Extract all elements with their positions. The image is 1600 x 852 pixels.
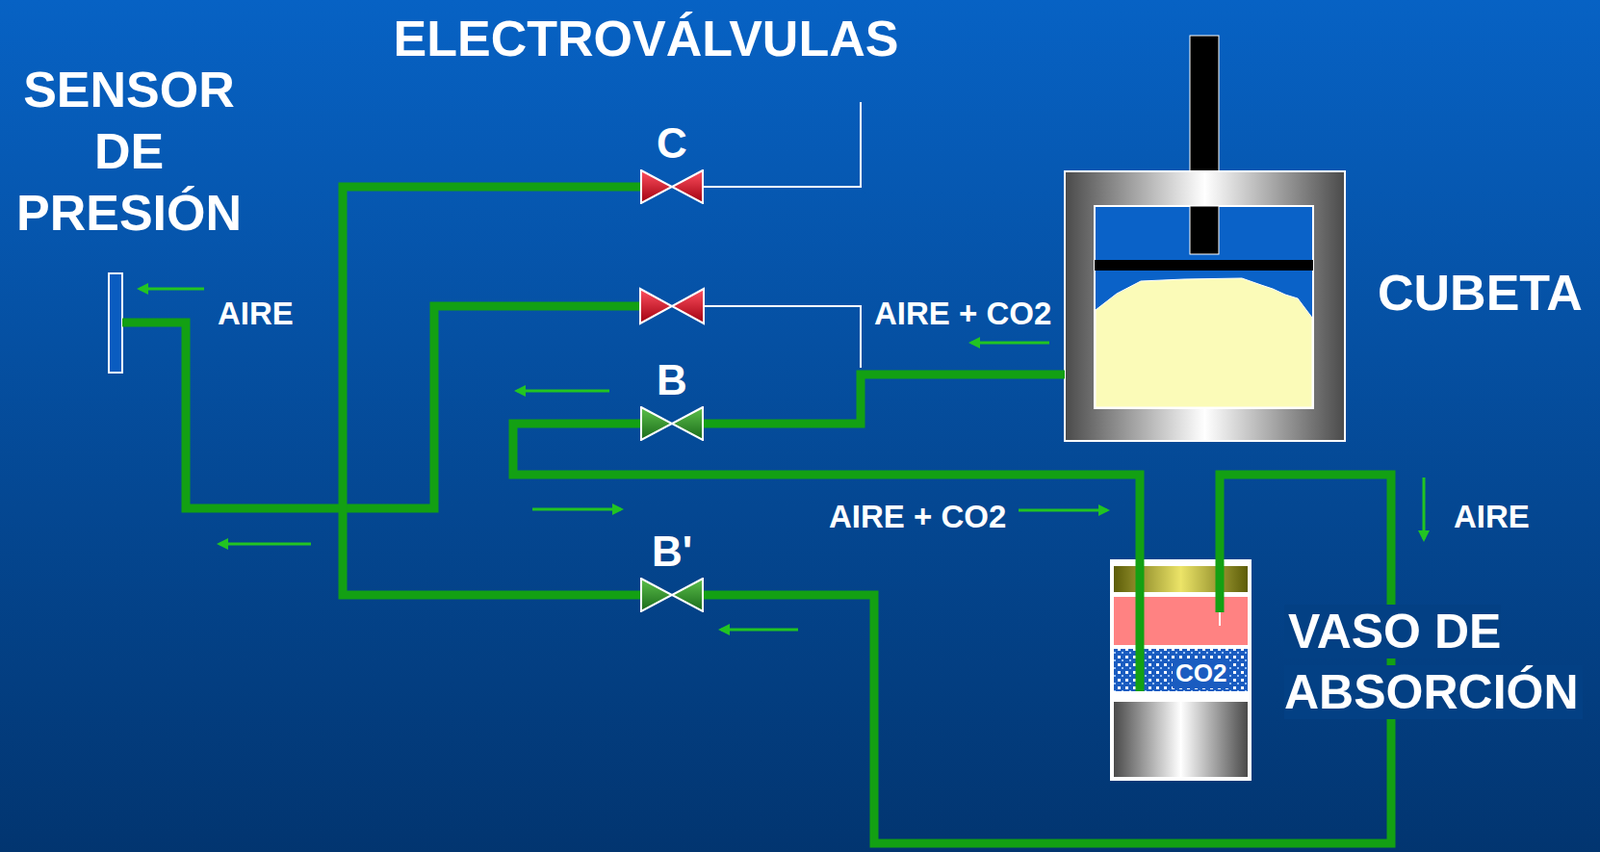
- valve-symbol: [640, 577, 704, 613]
- valve-half: [671, 578, 703, 612]
- cubeta-illustration: [1189, 206, 1219, 255]
- cubeta-illustration: [1064, 171, 1345, 441]
- valve-half: [641, 578, 672, 612]
- pipe-connector: [703, 474, 1392, 844]
- valve-letter: C: [640, 119, 704, 168]
- vaso-illustration: [1109, 559, 1252, 781]
- vaso-illustration: [1113, 566, 1248, 593]
- flow-arrow: [139, 287, 205, 291]
- gas-label: CO2: [1172, 658, 1230, 689]
- valve-half: [641, 407, 672, 440]
- flow-arrow: [721, 628, 799, 632]
- valve-half: [671, 407, 703, 440]
- pipe-connector: [513, 423, 1140, 560]
- solenoid-valve: B: [640, 356, 704, 441]
- vaso-illustration: [1218, 612, 1221, 626]
- cubeta-illustration: [1189, 35, 1219, 172]
- vaso-illustration: [1113, 648, 1248, 692]
- valve-symbol: [640, 169, 704, 205]
- sensor-label: SENSOR DE PRESIÓN: [8, 58, 250, 244]
- pipe-connector: [342, 186, 641, 595]
- component-name: CUBETA: [1377, 263, 1583, 322]
- cubeta-illustration: [1094, 259, 1314, 271]
- flow-label: AIRE + CO2: [874, 294, 1052, 334]
- cubeta-illustration: [1094, 206, 1314, 409]
- cubeta-illustration: [1095, 278, 1313, 408]
- text-holder: VASO DE ABSORCIÓN: [1284, 601, 1591, 723]
- control-line: [703, 306, 861, 368]
- vaso-illustration: [1109, 559, 1252, 781]
- flow-label: AIRE: [217, 294, 294, 334]
- flow-arrow: [516, 389, 610, 393]
- heading-label: ELECTROVÁLVULAS: [393, 8, 900, 69]
- flow-label: AIRE + CO2: [828, 497, 1007, 537]
- flow-arrow: [139, 288, 1424, 630]
- flow-arrow: [532, 508, 621, 512]
- flow-arrow: [971, 341, 1050, 345]
- vaso-illustration: [1215, 559, 1225, 613]
- valve-half: [671, 170, 703, 204]
- flow-arrow: [219, 542, 311, 546]
- component-name: SENSOR DE PRESIÓN: [8, 58, 250, 244]
- cubeta-illustration: [1064, 35, 1345, 441]
- cubeta-box: CUBETA: [1064, 171, 1345, 441]
- component-name: VASO DE ABSORCIÓN: [1284, 604, 1583, 720]
- valve-letter: B: [640, 356, 704, 405]
- flow-arrow: [1018, 509, 1108, 513]
- flow-label: AIRE: [1453, 497, 1530, 537]
- control-line: [703, 102, 861, 368]
- valve-symbol: [640, 406, 704, 441]
- flow-arrow: [1422, 477, 1426, 540]
- valve-symbol: [640, 288, 672, 324]
- valve-letter: B': [640, 527, 704, 576]
- vaso-illustration: [1113, 701, 1248, 777]
- solenoid-valve: C: [640, 119, 704, 205]
- valve-half: [641, 170, 672, 204]
- pressure-sensor: [108, 273, 123, 373]
- pipe-connector: [703, 374, 1065, 424]
- solenoid-valve: B': [640, 527, 704, 613]
- vaso-illustration: [1113, 596, 1248, 646]
- pressure-sensor: [108, 273, 123, 373]
- valve-symbol: [640, 288, 704, 324]
- control-line: [703, 102, 861, 187]
- valve-symbol: [671, 288, 704, 324]
- vaso-illustration: [1135, 559, 1145, 692]
